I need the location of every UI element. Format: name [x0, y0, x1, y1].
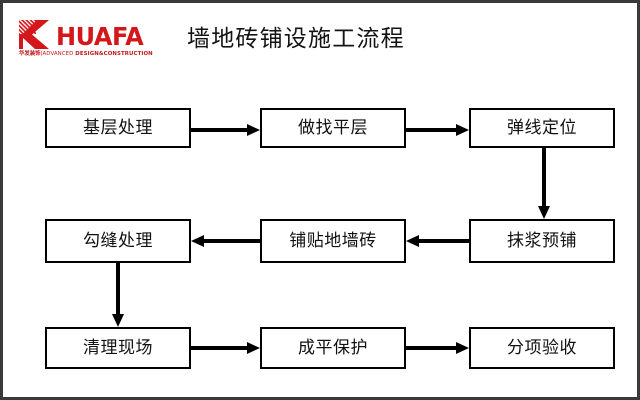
- brand-wordmark: HUAFA: [56, 22, 144, 51]
- arrow-head: [191, 235, 204, 247]
- flow-node-item-acceptance[interactable]: 分项验收: [469, 327, 615, 369]
- arrow-left-icon-tiling-to-grouting: [191, 235, 260, 247]
- arrow-shaft: [406, 128, 456, 132]
- huafa-k-logo-icon: [19, 20, 50, 49]
- arrow-shaft: [191, 346, 247, 350]
- arrow-right-icon-protect-to-acceptance: [406, 342, 469, 354]
- flowchart: 基层处理 做找平层 弹线定位 勾缝处理 铺贴地墙砖 抹浆预铺 清理现场 成平保护…: [3, 3, 637, 397]
- brand-tagline: 华发装饰|ADVANCED DESIGN&CONSTRUCTION: [19, 51, 179, 58]
- arrow-shaft: [204, 239, 260, 243]
- arrow-down-icon-marking-to-mortar: [538, 148, 550, 219]
- arrow-head: [112, 314, 124, 327]
- arrow-head: [247, 124, 260, 136]
- arrow-shaft: [406, 346, 456, 350]
- tagline-design: DESIGN: [75, 51, 99, 57]
- flow-node-base-treatment[interactable]: 基层处理: [45, 108, 191, 148]
- arrow-shaft: [419, 239, 469, 243]
- arrow-head: [247, 342, 260, 354]
- arrow-left-icon-mortar-to-tiling: [406, 235, 469, 247]
- arrow-head: [538, 206, 550, 219]
- arrow-right-icon-cleanup-to-protect: [191, 342, 260, 354]
- arrow-shaft: [542, 148, 546, 206]
- arrow-head: [406, 235, 419, 247]
- arrow-head: [456, 342, 469, 354]
- arrow-head: [456, 124, 469, 136]
- logo-lockup: HUAFA: [19, 19, 179, 49]
- arrow-down-icon-grouting-to-cleanup: [112, 263, 124, 327]
- arrow-right-icon-base-to-leveling: [191, 124, 260, 136]
- tagline-cn: 华发装饰: [19, 51, 41, 57]
- arrow-shaft: [116, 263, 120, 314]
- tagline-amp: &: [98, 51, 104, 57]
- flow-node-mortar-prelay[interactable]: 抹浆预铺: [469, 219, 615, 263]
- flow-node-tile-laying[interactable]: 铺贴地墙砖: [260, 219, 406, 263]
- slide-header: HUAFA 华发装饰|ADVANCED DESIGN&CONSTRUCTION …: [3, 3, 637, 75]
- flow-node-line-marking[interactable]: 弹线定位: [469, 108, 615, 148]
- flow-node-leveling-layer[interactable]: 做找平层: [260, 108, 406, 148]
- tagline-advanced: ADVANCED: [42, 51, 74, 57]
- arrow-shaft: [191, 128, 247, 132]
- flow-node-flatten-protect[interactable]: 成平保护: [260, 327, 406, 369]
- tagline-construction: CONSTRUCTION: [103, 51, 153, 57]
- arrow-right-icon-leveling-to-marking: [406, 124, 469, 136]
- flow-node-grouting[interactable]: 勾缝处理: [45, 219, 191, 263]
- brand-logo: HUAFA 华发装饰|ADVANCED DESIGN&CONSTRUCTION: [19, 19, 179, 61]
- page-title: 墙地砖铺设施工流程: [187, 26, 405, 52]
- flow-node-site-cleanup[interactable]: 清理现场: [45, 327, 191, 369]
- tagline-separator: |: [40, 51, 43, 57]
